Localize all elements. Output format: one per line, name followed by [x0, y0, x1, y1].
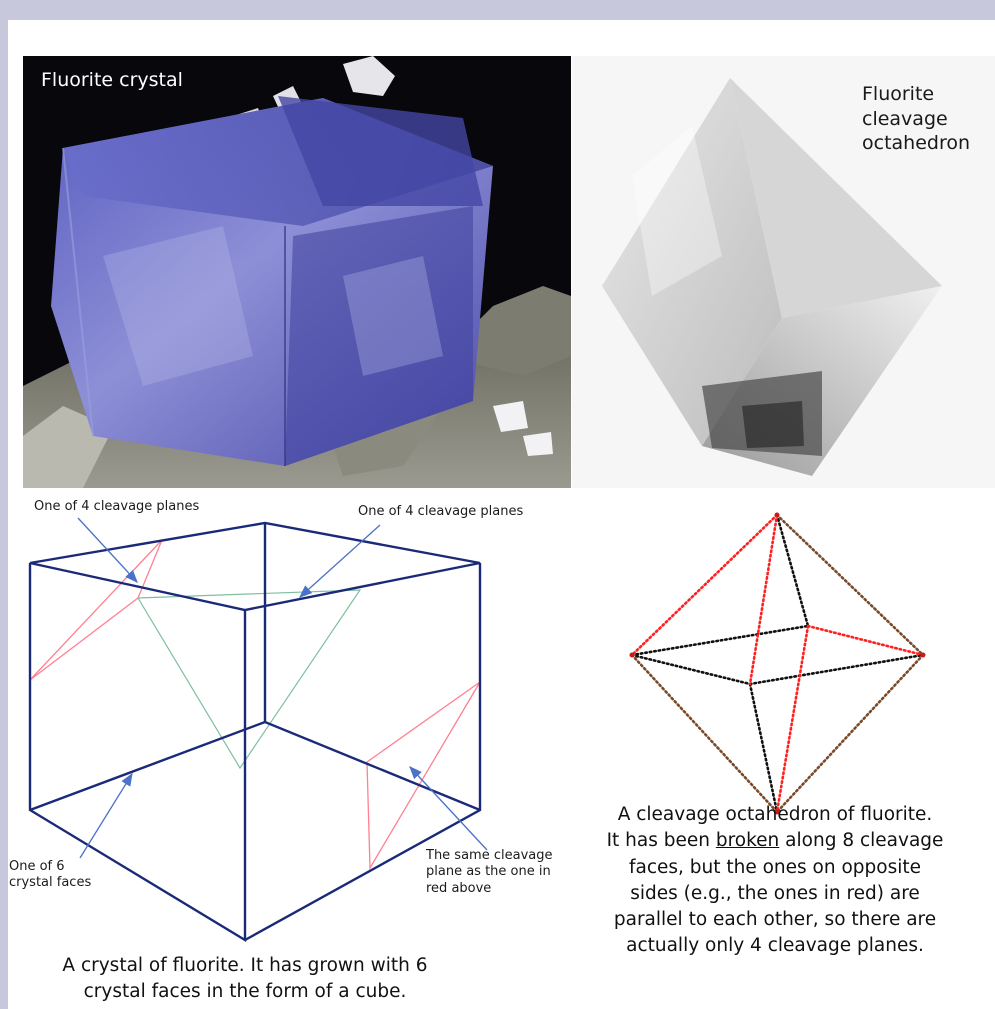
label-cleavage-plane-right: One of 4 cleavage planes: [358, 504, 523, 520]
octa-caption-broken: broken: [716, 830, 779, 851]
label-same-plane-line-3: red above: [426, 881, 552, 897]
octahedron-diagram: [630, 513, 926, 815]
octa-caption-line-2c: along 8 cleavage: [779, 830, 943, 851]
octahedron-vertices: [630, 513, 926, 815]
cube-caption-line-1: A crystal of fluorite. It has grown with…: [0, 953, 490, 979]
arrow-plane-left: [78, 518, 137, 582]
label-same-plane: The same cleavage plane as the one in re…: [426, 848, 552, 897]
octa-caption-line-6: actually only 4 cleavage planes.: [560, 933, 990, 959]
cube-edges: [30, 523, 480, 940]
label-crystal-face-line-1: One of 6: [9, 859, 91, 875]
label-same-plane-line-2: plane as the one in: [426, 864, 552, 880]
label-crystal-face: One of 6 crystal faces: [9, 859, 91, 892]
arrow-face: [80, 774, 132, 858]
cube-top-face: [30, 523, 480, 610]
octahedron-caption: A cleavage octahedron of fluorite. It ha…: [560, 802, 990, 960]
octa-caption-line-2a: It has been: [607, 830, 716, 851]
octa-caption-line-5: parallel to each other, so there are: [560, 907, 990, 933]
label-cleavage-plane-left: One of 4 cleavage planes: [34, 499, 199, 515]
octahedron-black-edges: [632, 515, 923, 812]
label-crystal-face-line-2: crystal faces: [9, 875, 91, 891]
cleavage-plane-red-top: [30, 540, 162, 680]
octa-caption-line-1: A cleavage octahedron of fluorite.: [560, 802, 990, 828]
label-same-plane-line-1: The same cleavage: [426, 848, 552, 864]
cleavage-plane-green: [138, 590, 360, 768]
cube-caption-line-2: crystal faces in the form of a cube.: [0, 979, 490, 1005]
cube-caption: A crystal of fluorite. It has grown with…: [0, 953, 490, 1006]
octa-caption-line-4: sides (e.g., the ones in red) are: [560, 881, 990, 907]
octa-caption-line-2: It has been broken along 8 cleavage: [560, 828, 990, 854]
octa-caption-line-3: faces, but the ones on opposite: [560, 855, 990, 881]
